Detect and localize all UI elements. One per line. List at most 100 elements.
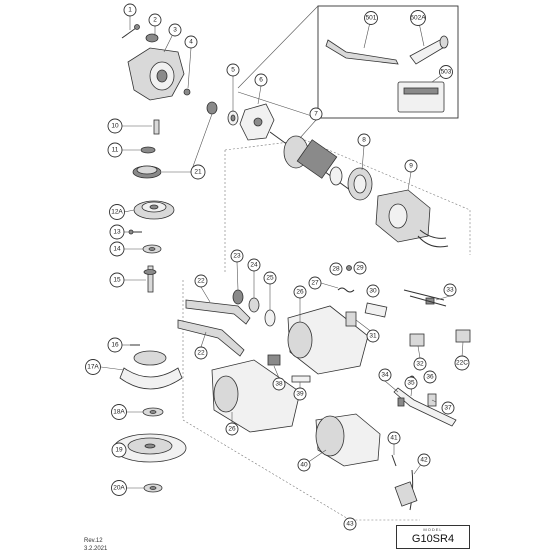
part-42-cord (394, 469, 418, 511)
svg-text:4: 4 (189, 39, 193, 46)
part-30-name-plate (364, 302, 388, 318)
callout-38: 38 (272, 377, 286, 391)
callout-1: 1 (123, 3, 137, 17)
svg-text:20A: 20A (113, 485, 125, 492)
callout-4: 4 (184, 35, 198, 49)
callout-6: 6 (254, 73, 268, 87)
part-34-switch-lever (393, 387, 457, 427)
callout-32: 32 (413, 357, 427, 371)
svg-text:34: 34 (381, 372, 389, 379)
svg-text:30: 30 (369, 288, 377, 295)
part-26-housing-lower (211, 359, 301, 433)
part-502A-side-handle (409, 35, 449, 65)
svg-text:42: 42 (420, 457, 428, 464)
callout-15: 15 (109, 272, 125, 288)
callout-22-lower: 22 (194, 346, 208, 360)
callout-502A: 502A (410, 10, 426, 26)
svg-text:33: 33 (446, 287, 454, 294)
callout-12A: 12A (109, 204, 125, 220)
svg-text:24: 24 (250, 262, 258, 269)
svg-text:23: 23 (233, 253, 241, 260)
svg-text:22: 22 (197, 350, 205, 357)
part-7-armature (269, 131, 351, 191)
svg-text:10: 10 (111, 123, 119, 130)
svg-text:17A: 17A (87, 364, 99, 371)
part-40-tail-cover (315, 413, 381, 467)
svg-text:7: 7 (314, 111, 318, 118)
svg-text:19: 19 (115, 447, 123, 454)
part-15-spindle (143, 265, 157, 293)
model-name: G10SR4 (411, 533, 455, 545)
svg-text:37: 37 (444, 405, 452, 412)
svg-text:29: 29 (356, 265, 364, 272)
svg-text:12A: 12A (111, 209, 123, 216)
svg-text:9: 9 (409, 163, 413, 170)
callout-2: 2 (148, 13, 162, 27)
callout-30: 30 (366, 284, 380, 298)
svg-text:28: 28 (332, 266, 340, 273)
svg-text:2: 2 (153, 17, 157, 24)
part-22C-brush-holder (455, 329, 471, 343)
part-18A-wheel-washer (142, 407, 164, 417)
callout-503: 503 (439, 65, 453, 79)
svg-text:36: 36 (426, 374, 434, 381)
svg-text:38: 38 (275, 381, 283, 388)
part-39-label (291, 375, 311, 383)
accessories-box (317, 5, 459, 119)
callout-28: 28 (329, 262, 343, 276)
svg-text:21: 21 (194, 169, 202, 176)
svg-text:15: 15 (113, 277, 121, 284)
svg-text:26: 26 (228, 426, 236, 433)
callout-24: 24 (247, 258, 261, 272)
callout-20A: 20A (111, 480, 127, 496)
callout-26-upper: 26 (293, 285, 307, 299)
svg-text:11: 11 (112, 147, 119, 154)
callout-3: 3 (168, 23, 182, 37)
part-503-case (397, 81, 445, 113)
callout-11: 11 (107, 142, 123, 158)
revision-number: Rev.12 (84, 538, 103, 544)
callout-5: 5 (226, 63, 240, 77)
revision-info: Rev.12 3.2.2021 (84, 537, 107, 553)
part-6-plate (239, 103, 275, 141)
callout-9: 9 (404, 159, 418, 173)
svg-text:26: 26 (296, 289, 304, 296)
callout-40: 40 (297, 458, 311, 472)
svg-text:27: 27 (311, 280, 319, 287)
svg-text:503: 503 (441, 69, 452, 76)
svg-text:32: 32 (416, 361, 424, 368)
part-11-washer (140, 146, 156, 154)
svg-text:13: 13 (113, 229, 121, 236)
callout-7: 7 (309, 107, 323, 121)
part-38-noise-suppressor (267, 354, 281, 366)
part-23-bearing (232, 289, 244, 305)
callout-36: 36 (423, 370, 437, 384)
part-14-bearing (142, 244, 162, 254)
part-21-bevel-gear (132, 101, 218, 179)
svg-text:501: 501 (366, 15, 377, 22)
callout-8: 8 (357, 133, 371, 147)
svg-text:3: 3 (173, 27, 177, 34)
callout-25: 25 (263, 271, 277, 285)
callout-13: 13 (109, 224, 125, 240)
part-33-carbon-brush (425, 297, 435, 305)
callout-21: 21 (190, 164, 206, 180)
callout-37: 37 (441, 401, 455, 415)
callout-22-upper: 22 (194, 274, 208, 288)
svg-text:41: 41 (390, 435, 398, 442)
part-24-ring (248, 297, 260, 313)
revision-date: 3.2.2021 (84, 546, 108, 552)
part-2-knob (145, 33, 159, 43)
callout-31: 31 (366, 329, 380, 343)
callout-33: 33 (443, 283, 457, 297)
callout-14: 14 (109, 241, 125, 257)
callout-29: 29 (353, 261, 367, 275)
part-22-side-handle-bracket (177, 299, 251, 357)
callout-34: 34 (378, 368, 392, 382)
part-10-shaft (153, 119, 160, 135)
svg-text:5: 5 (231, 67, 235, 74)
part-8-fan-guide (347, 167, 373, 201)
callout-27: 27 (308, 276, 322, 290)
svg-text:25: 25 (266, 275, 274, 282)
part-3-gear-cover (127, 47, 185, 101)
